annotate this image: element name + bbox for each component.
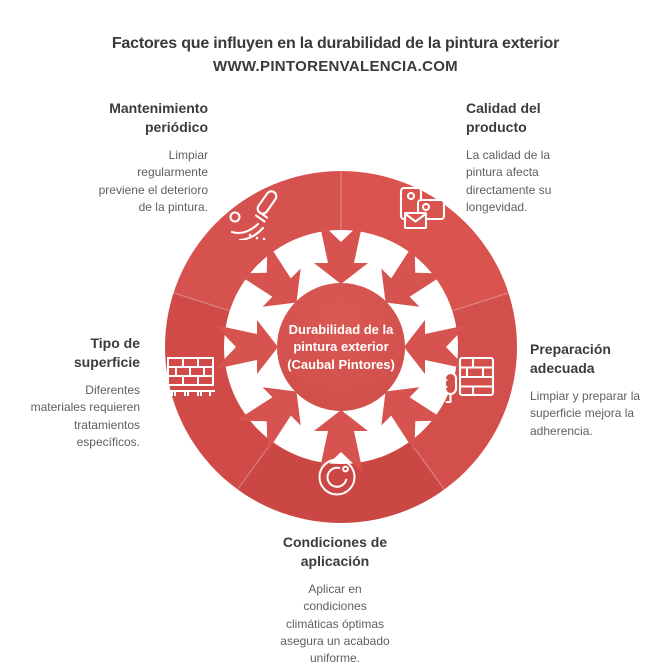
cycle-diagram: Durabilidad de la pintura exterior (Caub… [165,171,517,523]
temperature-icon [318,458,356,496]
factor-title: Condiciones de aplicación [282,534,388,569]
factor-condiciones-de-aplicacion: Condiciones de aplicación Aplicar en con… [235,533,435,666]
factor-title: Tipo de superficie [73,335,140,370]
factor-description: Aplicar en condiciones climáticas óptima… [280,581,390,666]
website-url: WWW.PINTORENVALENCIA.COM [213,58,458,76]
factor-tipo-de-superficie: Tipo de superficie Diferentes materiales… [20,334,140,451]
page-title: Factores que influyen en la durabilidad … [111,35,560,52]
factor-description: Limpiar regularmente previene el deterio… [98,147,208,214]
center-circle: Durabilidad de la pintura exterior (Caub… [277,283,405,411]
paintbrush-icon [229,190,278,240]
paint-roller-icon [443,356,495,404]
factor-preparacion-adecuada: Preparación adecuada Limpiar y preparar … [530,340,670,440]
product-quality-icon [399,186,446,230]
factor-title: Mantenimiento periódico [109,100,208,135]
header: Factores que influyen en la durabilidad … [0,33,671,77]
center-label: Durabilidad de la pintura exterior (Caub… [287,321,395,372]
factor-calidad-del-producto: Calidad del producto La calidad de la pi… [466,99,616,216]
factor-mantenimiento-periodico: Mantenimiento periódico Limpiar regularm… [40,99,208,216]
factor-description: Diferentes materiales requieren tratamie… [30,382,140,449]
converging-arrows [173,171,509,490]
factor-description: La calidad de la pintura afecta directam… [466,147,552,214]
segment-seams [173,171,509,490]
factor-description: Limpiar y preparar la superficie mejora … [530,388,641,438]
factor-title: Calidad del producto [466,100,541,135]
factor-title: Preparación adecuada [530,341,611,376]
brick-wall-icon [166,357,215,396]
